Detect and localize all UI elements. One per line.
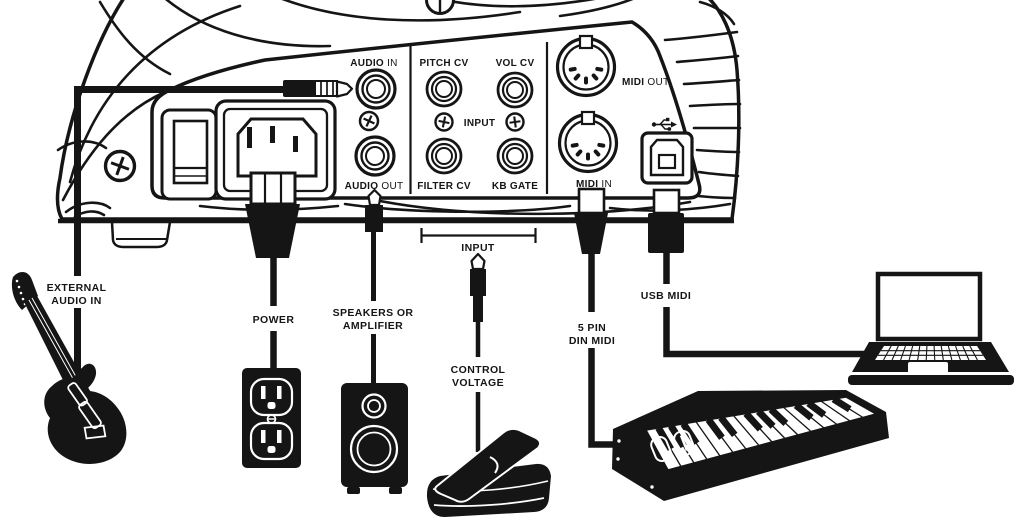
power-switch [160, 108, 218, 201]
power-label: POWER [253, 314, 295, 326]
midi-in-label: MIDI IN [576, 179, 612, 190]
kb-gate-jack [496, 137, 534, 175]
rubber-foot [110, 220, 172, 249]
cv-plug [470, 252, 486, 322]
vol-cv-jack [496, 71, 534, 109]
top-screw [425, 0, 455, 15]
filter-cv-label: FILTER CV [417, 181, 471, 192]
cv-input-bracket [420, 228, 537, 243]
filter-cv-jack [425, 137, 463, 175]
external-audio-in-label-line2: AUDIO IN [51, 295, 101, 307]
usb-icon [651, 117, 677, 131]
audio-in-cable [74, 86, 287, 374]
audio-out-plug [365, 188, 383, 232]
control-voltage-label-line1: CONTROL [451, 364, 506, 376]
midi-out-label: MIDI OUT [622, 77, 669, 88]
din-midi-label-line2: DIN MIDI [569, 335, 615, 347]
panel-input-label: INPUT [464, 118, 496, 129]
keyboard-keys [655, 396, 864, 467]
iec-power-plug [245, 171, 300, 258]
speakers-label-line2: AMPLIFIER [343, 320, 403, 332]
usb-port [640, 131, 694, 185]
external-audio-in-label-line1: EXTERNAL [47, 282, 107, 294]
usb-midi-label: USB MIDI [641, 290, 691, 302]
jack-panel [150, 20, 702, 201]
din-midi-label-line1: 5 PIN [578, 322, 606, 334]
kb-gate-label: KB GATE [492, 181, 538, 192]
audio-out-jack [354, 135, 396, 177]
midi-din-plug [574, 187, 608, 254]
guitar [11, 271, 127, 464]
usb-cable [663, 251, 865, 358]
audio-in-label: AUDIO IN [350, 58, 397, 69]
power-outlet [242, 368, 301, 468]
iec-power-inlet [214, 99, 337, 201]
vol-cv-label: VOL CV [496, 58, 535, 69]
cv-input-bracket-label: INPUT [461, 242, 495, 254]
pitch-cv-label: PITCH CV [419, 58, 468, 69]
studio-monitor-speaker [341, 383, 408, 494]
side-panel-screw [103, 149, 137, 183]
wood-grain-texture [56, 0, 742, 219]
speakers-label-line1: SPEAKERS OR [333, 307, 414, 319]
control-voltage-label-line2: VOLTAGE [452, 377, 504, 389]
audio-out-label: AUDIO OUT [345, 181, 404, 192]
laptop-keyboard-grid [878, 345, 983, 361]
panel-screw-input-left [434, 112, 454, 132]
panel-screw-input-right [505, 112, 525, 132]
panel-screw-audio [358, 110, 380, 132]
midi-din-cable [588, 252, 622, 448]
audio-in-plug [283, 80, 354, 98]
midi-keyboard [612, 390, 889, 501]
pitch-cv-jack [425, 70, 463, 108]
midi-in-port [557, 110, 619, 174]
usb-plug [648, 188, 684, 253]
audio-in-jack [355, 68, 397, 110]
midi-out-port [555, 34, 617, 98]
expression-pedal [426, 427, 551, 517]
laptop [848, 271, 1014, 385]
